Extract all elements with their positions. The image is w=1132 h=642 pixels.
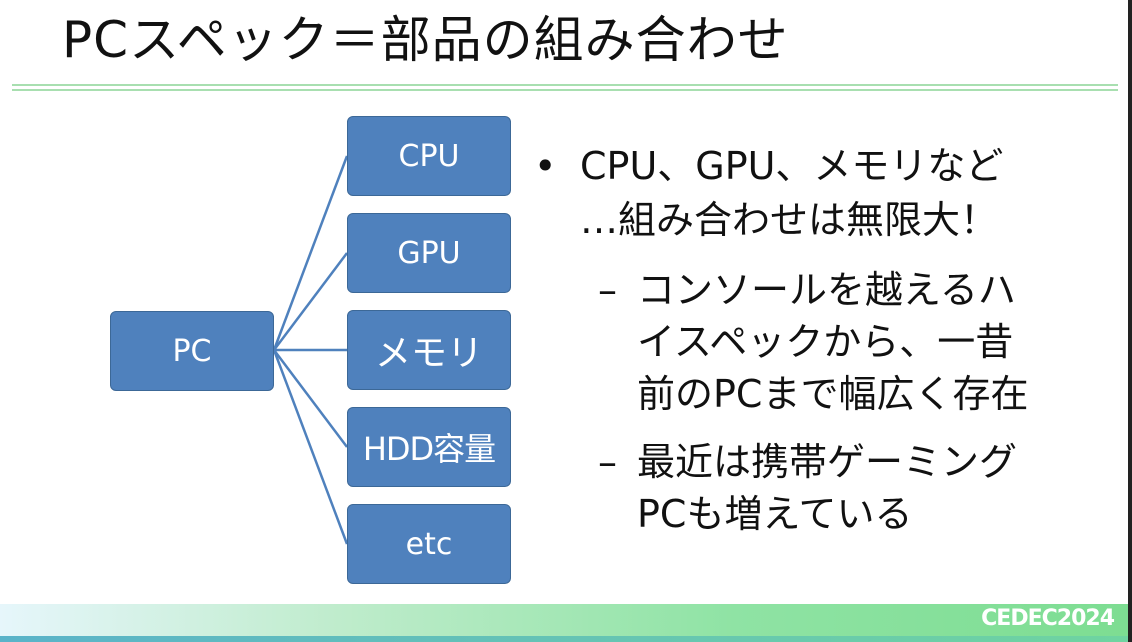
connector-cpu	[272, 155, 349, 351]
connector-hdd	[273, 349, 348, 448]
gpu-box: GPU	[347, 213, 511, 293]
sub-bullet-line: コンソールを越えるハ	[637, 268, 1016, 312]
slide-title: PCスペック＝部品の組み合わせ	[62, 11, 789, 69]
connector-etc	[272, 349, 349, 545]
sub-bullet-marker: –	[598, 268, 617, 312]
hdd-box: HDD容量	[347, 407, 511, 487]
sub-bullet-line: 最近は携帯ゲーミング	[637, 440, 1018, 484]
cpu-box: CPU	[347, 116, 511, 196]
bullet-line: CPU、GPU、メモリなど	[580, 144, 1004, 188]
title-divider	[12, 89, 1118, 91]
footer-strip	[0, 636, 1128, 642]
sub-bullet-line: イスペックから、一昔	[637, 320, 1014, 364]
window-edge	[1128, 0, 1132, 642]
sub-bullet-line: PCも増えている	[637, 492, 913, 536]
title-divider	[12, 84, 1118, 86]
cedec-logo: CEDEC2024	[981, 606, 1115, 631]
connector-gpu	[273, 252, 348, 351]
bullet-marker: •	[534, 144, 557, 188]
footer-band: CEDEC2024	[0, 604, 1128, 636]
bullet-line: …組み合わせは無限大！	[580, 198, 999, 242]
etc-box: etc	[347, 504, 511, 584]
sub-bullet-line: 前のPCまで幅広く存在	[637, 372, 1029, 416]
memory-box: メモリ	[347, 310, 511, 390]
pc-box: PC	[110, 311, 274, 391]
sub-bullet-marker: –	[598, 440, 617, 484]
